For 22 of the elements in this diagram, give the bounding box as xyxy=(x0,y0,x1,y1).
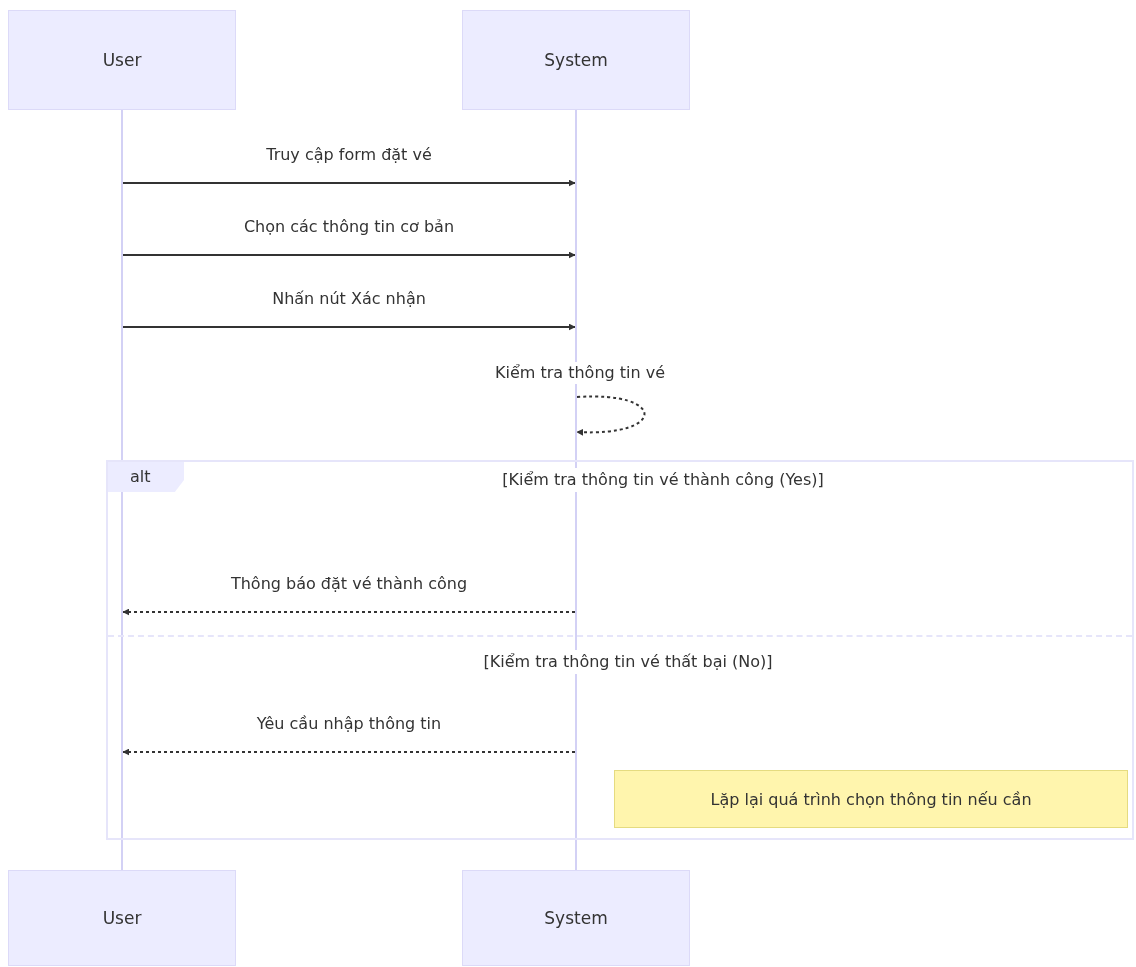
participant-name: System xyxy=(544,50,608,70)
participant-box xyxy=(8,870,236,966)
message-arrow xyxy=(122,608,576,616)
message-label: Kiểm tra thông tin vé xyxy=(493,362,667,384)
message-arrow xyxy=(122,323,576,331)
note-text: Lặp lại quá trình chọn thông tin nếu cần xyxy=(710,789,1032,809)
participant-box xyxy=(8,10,236,110)
message-arrow xyxy=(122,251,576,259)
note-box xyxy=(614,770,1128,828)
participant-name: User xyxy=(102,908,142,928)
message-arrow xyxy=(576,395,646,436)
message-arrow xyxy=(122,179,576,187)
message-label: Truy cập form đặt vé xyxy=(264,144,434,166)
participant-name: System xyxy=(544,908,608,928)
lifeline xyxy=(121,110,123,870)
message-label: Nhấn nút Xác nhận xyxy=(270,288,428,310)
lifeline xyxy=(575,110,577,870)
frame-tab: alt xyxy=(108,462,184,492)
message-arrow xyxy=(122,748,576,756)
participant-name: User xyxy=(102,50,142,70)
participant-box xyxy=(462,870,690,966)
participant-box xyxy=(462,10,690,110)
